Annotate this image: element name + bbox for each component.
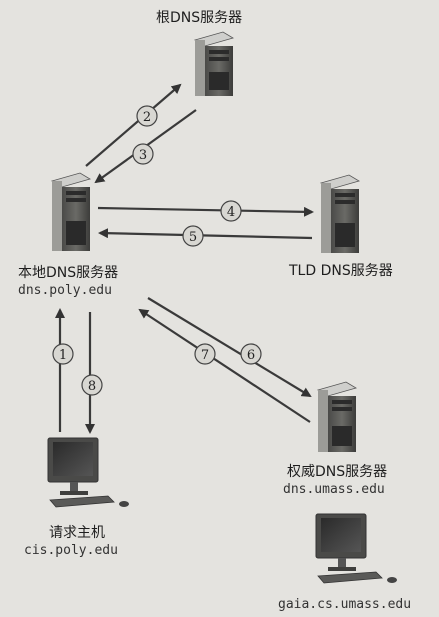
arrow-step-4 [97, 206, 314, 217]
target-host-name: gaia.cs.umass.edu [278, 597, 412, 612]
svg-text:2: 2 [143, 110, 151, 125]
step-badge-1: 1 [52, 343, 74, 365]
svg-text:8: 8 [88, 379, 96, 394]
svg-text:7: 7 [201, 348, 209, 363]
step-badge-8: 8 [81, 374, 103, 396]
step-badge-4: 4 [220, 200, 242, 222]
target-host-computer-icon [315, 513, 397, 584]
authoritative-server-icon [317, 381, 357, 452]
svg-text:5: 5 [189, 230, 197, 245]
svg-text:3: 3 [139, 148, 147, 163]
svg-text:1: 1 [59, 348, 67, 363]
authoritative-server-host: dns.umass.edu [283, 482, 385, 497]
svg-text:4: 4 [227, 205, 235, 220]
authoritative-server-label: 权威DNS服务器 [287, 464, 388, 480]
local-server-host: dns.poly.edu [18, 283, 112, 298]
root-server-label: 根DNS服务器 [156, 10, 243, 26]
tld-server-label: TLD DNS服务器 [289, 263, 393, 279]
tld-server-icon [320, 174, 360, 253]
local-server-icon [51, 172, 91, 251]
arrow-step-2 [85, 83, 182, 167]
step-badge-3: 3 [132, 143, 154, 165]
arrow-step-5 [98, 228, 313, 240]
arrow-step-6 [147, 297, 312, 398]
root-server-icon [194, 31, 234, 96]
step-badge-2: 2 [136, 105, 158, 127]
requesting-host-label: 请求主机 [49, 525, 105, 541]
requesting-host-computer-icon [47, 437, 129, 508]
step-badge-6: 6 [240, 343, 262, 365]
requesting-host-name: cis.poly.edu [24, 543, 118, 558]
local-server-label: 本地DNS服务器 [18, 265, 119, 281]
step-badge-7: 7 [194, 343, 216, 365]
arrow-step-7 [138, 308, 311, 423]
step-badge-5: 5 [182, 225, 204, 247]
svg-text:6: 6 [247, 348, 255, 363]
